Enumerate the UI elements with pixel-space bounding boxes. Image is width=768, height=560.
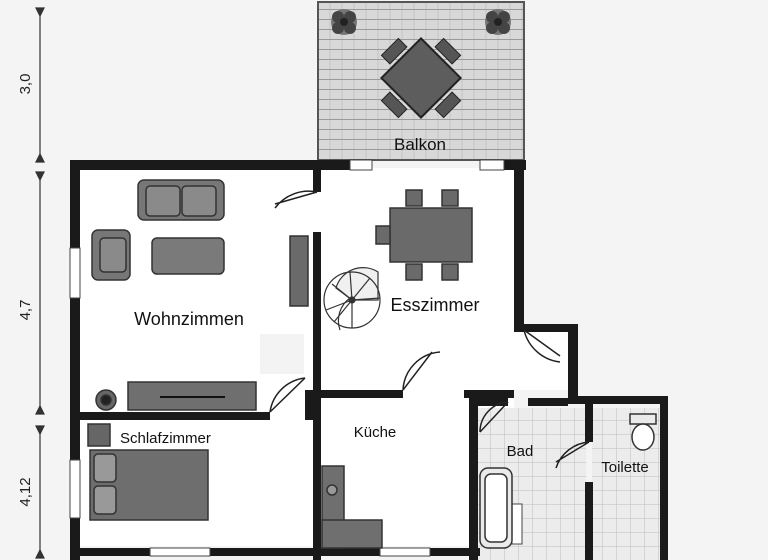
room-label-esszimmer: Esszimmer	[391, 295, 480, 315]
kueche-furniture	[321, 465, 383, 549]
wohnzimmer-furniture	[91, 179, 309, 411]
dimension-wohnzimmer: 4,7	[17, 300, 34, 321]
dining-table-icon	[389, 207, 473, 263]
plant-icon	[95, 389, 117, 411]
chair-icon	[405, 263, 423, 281]
dimension-balkon: 3,0	[17, 74, 34, 95]
balcony-table-icon	[379, 36, 463, 120]
coffee-table-icon	[151, 237, 225, 275]
dimension-schlafzimmer: 4,12	[17, 477, 34, 506]
nightstand-icon	[87, 423, 111, 447]
plant-icon	[485, 9, 511, 35]
schlafzimmer-furniture	[87, 423, 209, 521]
sink-icon	[326, 484, 338, 496]
windows	[69, 159, 523, 557]
walls	[70, 160, 668, 560]
esszimmer-furniture	[323, 189, 473, 331]
room-label-balkon: Balkon	[394, 135, 446, 154]
room-label-toilette: Toilette	[601, 459, 649, 476]
bad-furniture	[479, 413, 657, 549]
toilet-icon	[629, 413, 657, 451]
room-label-bad: Bad	[507, 443, 534, 460]
plant-icon	[331, 9, 357, 35]
room-label-wohnzimmer: Wohnzimmen	[134, 309, 244, 329]
spiral-stair-icon	[323, 267, 381, 331]
side-table-icon	[260, 334, 304, 374]
chair-icon	[441, 189, 459, 207]
chair-icon	[441, 263, 459, 281]
armchair-icon	[91, 229, 131, 281]
dimension-lines	[35, 7, 45, 559]
sofa-icon	[137, 179, 225, 221]
chair-icon	[405, 189, 423, 207]
room-label-kueche: Küche	[354, 424, 397, 441]
balkon-area	[317, 1, 525, 161]
doors	[269, 190, 590, 469]
bed-icon	[89, 449, 209, 521]
room-label-schlafzimmer: Schlafzimmer	[120, 430, 211, 447]
cabinet-icon	[289, 235, 309, 307]
chair-icon	[375, 225, 391, 245]
